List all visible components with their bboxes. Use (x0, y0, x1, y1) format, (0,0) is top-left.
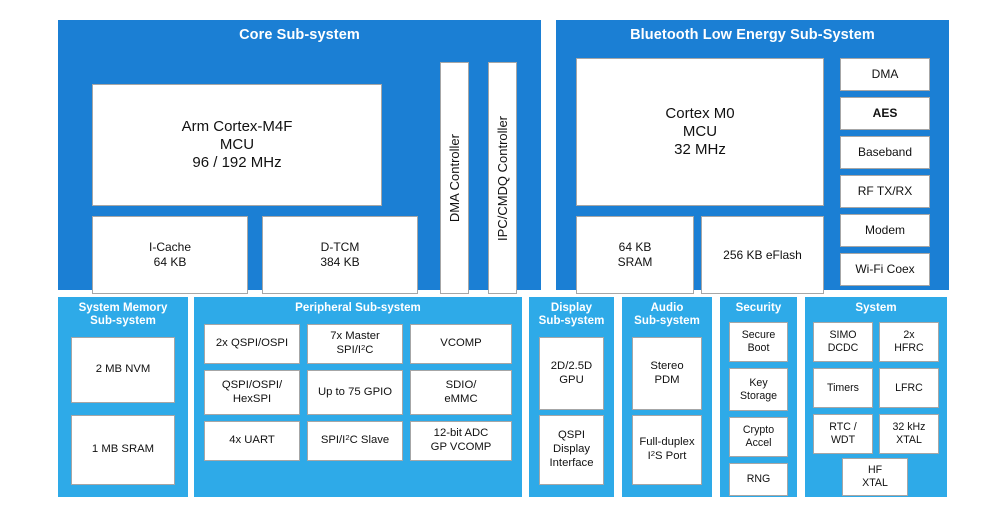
crypto-accel-text: Crypto Accel (742, 424, 775, 449)
system-container: System SIMO DCDC 2x HFRC Timers LFRC RTC… (805, 297, 947, 497)
ble-dma-block: DMA (840, 58, 930, 91)
ble-rf-txrx-label: RF TX/RX (857, 184, 913, 199)
ble-baseband-block: Baseband (840, 136, 930, 169)
ble-subsystem-title: Bluetooth Low Energy Sub-System (630, 27, 875, 43)
security-container: Security Secure Boot Key Storage Crypto … (720, 297, 797, 497)
rtc-wdt-block: RTC / WDT (813, 414, 873, 454)
core-subsystem-container: Core Sub-system Arm Cortex-M4F MCU 96 / … (58, 20, 541, 294)
ble-baseband-label: Baseband (857, 145, 913, 160)
ble-sram-block: 64 KB SRAM (576, 216, 694, 294)
core-mcu-text: Arm Cortex-M4F MCU 96 / 192 MHz (181, 117, 293, 172)
core-subsystem-title: Core Sub-system (239, 27, 360, 43)
ble-mcu-text: Cortex M0 MCU 32 MHz (665, 104, 735, 159)
peripheral-label-7: SPI/I2C Slave (320, 432, 390, 447)
ble-modem-block: Modem (840, 214, 930, 247)
ble-rf-txrx-block: RF TX/RX (840, 175, 930, 208)
xtal-32khz-block: 32 kHz XTAL (879, 414, 939, 454)
peripheral-label-0: 2x QSPI/OSPI (215, 337, 289, 350)
hf-xtal-text: HF XTAL (862, 464, 888, 489)
ble-sram-text: 64 KB SRAM (617, 240, 653, 269)
hfrc-block: 2x HFRC (879, 322, 939, 362)
dma-controller-block: DMA Controller (440, 62, 469, 294)
stereo-pdm-block: Stereo PDM (632, 337, 702, 410)
hf-xtal-block: HF XTAL (842, 458, 908, 496)
secure-boot-block: Secure Boot (729, 322, 788, 362)
key-storage-text: Key Storage (739, 376, 778, 402)
peripheral-block-spi-i2c-slave: SPI/I2C Slave (307, 421, 403, 461)
peripheral-subsystem-container: Peripheral Sub-system 2x QSPI/OSPI 7x Ma… (194, 297, 522, 497)
peripheral-block-uart: 4x UART (204, 421, 300, 461)
ble-eflash-block: 256 KB eFlash (701, 216, 824, 294)
ipc-cmdq-controller-block: IPC/CMDQ Controller (488, 62, 517, 294)
display-subsystem-container: Display Sub-system 2D/2.5D GPU QSPI Disp… (529, 297, 614, 497)
qspi-display-interface-block: QSPI Display Interface (539, 415, 604, 485)
ble-wifi-coex-block: Wi-Fi Coex (840, 253, 930, 286)
icache-block: I-Cache 64 KB (92, 216, 248, 294)
gpu-block: 2D/2.5D GPU (539, 337, 604, 410)
audio-subsystem-title: Audio Sub-system (634, 302, 700, 327)
core-mcu-block: Arm Cortex-M4F MCU 96 / 192 MHz (92, 84, 382, 206)
timers-text: Timers (827, 381, 859, 394)
nvm-label: 2 MB NVM (95, 363, 151, 376)
system-memory-subsystem-title: System Memory Sub-system (78, 302, 168, 327)
dtcm-block: D-TCM 384 KB (262, 216, 418, 294)
peripheral-label-4: Up to 75 GPIO (317, 385, 393, 398)
crypto-accel-block: Crypto Accel (729, 417, 788, 457)
peripheral-block-qspi-ospi: 2x QSPI/OSPI (204, 324, 300, 364)
key-storage-block: Key Storage (729, 368, 788, 411)
rng-block: RNG (729, 463, 788, 496)
timers-block: Timers (813, 368, 873, 408)
peripheral-subsystem-title: Peripheral Sub-system (295, 302, 421, 314)
stereo-pdm-text: Stereo PDM (650, 359, 684, 386)
ble-aes-block: AES (840, 97, 930, 130)
system-title: System (855, 302, 897, 314)
simo-dcdc-text: SIMO DCDC (827, 329, 859, 354)
icache-text: I-Cache 64 KB (148, 240, 192, 269)
sram-label: 1 MB SRAM (91, 443, 155, 456)
ble-eflash-text: 256 KB eFlash (723, 247, 802, 262)
secure-boot-text: Secure Boot (741, 329, 776, 354)
peripheral-block-adc: 12-bit ADC GP VCOMP (410, 421, 512, 461)
ble-mcu-block: Cortex M0 MCU 32 MHz (576, 58, 824, 206)
dma-controller-text: DMA Controller (446, 133, 462, 223)
hfrc-text: 2x HFRC (894, 329, 924, 354)
system-memory-subsystem-container: System Memory Sub-system 2 MB NVM 1 MB S… (58, 297, 188, 497)
peripheral-label-8: 12-bit ADC GP VCOMP (430, 427, 492, 453)
xtal-32khz-text: 32 kHz XTAL (892, 421, 926, 446)
rng-text: RNG (746, 473, 771, 486)
qspi-display-interface-text: QSPI Display Interface (549, 429, 594, 469)
sram-block: 1 MB SRAM (71, 415, 175, 485)
lfrc-block: LFRC (879, 368, 939, 408)
peripheral-block-sdio-emmc: SDIO/ eMMC (410, 370, 512, 415)
ble-subsystem-container: Bluetooth Low Energy Sub-System Cortex M… (556, 20, 949, 294)
nvm-block: 2 MB NVM (71, 337, 175, 403)
peripheral-label-3: QSPI/OSPI/ HexSPI (221, 378, 283, 405)
ble-modem-label: Modem (864, 223, 905, 238)
peripheral-block-gpio: Up to 75 GPIO (307, 370, 403, 415)
gpu-text: 2D/2.5D GPU (550, 359, 593, 386)
ipc-cmdq-controller-text: IPC/CMDQ Controller (494, 115, 510, 241)
peripheral-label-2: VCOMP (440, 337, 482, 350)
peripheral-block-vcomp: VCOMP (410, 324, 512, 364)
simo-dcdc-block: SIMO DCDC (813, 322, 873, 362)
ble-aes-label: AES (872, 106, 898, 121)
peripheral-block-hexspi: QSPI/OSPI/ HexSPI (204, 370, 300, 415)
ble-wifi-coex-label: Wi-Fi Coex (855, 262, 915, 277)
dtcm-text: D-TCM 384 KB (320, 240, 360, 269)
peripheral-label-5: SDIO/ eMMC (444, 378, 478, 405)
security-title: Security (735, 302, 782, 314)
ble-dma-label: DMA (871, 67, 899, 82)
rtc-wdt-text: RTC / WDT (829, 421, 857, 446)
peripheral-label-6: 4x UART (229, 434, 275, 447)
display-subsystem-title: Display Sub-system (538, 302, 605, 327)
lfrc-text: LFRC (895, 381, 923, 394)
